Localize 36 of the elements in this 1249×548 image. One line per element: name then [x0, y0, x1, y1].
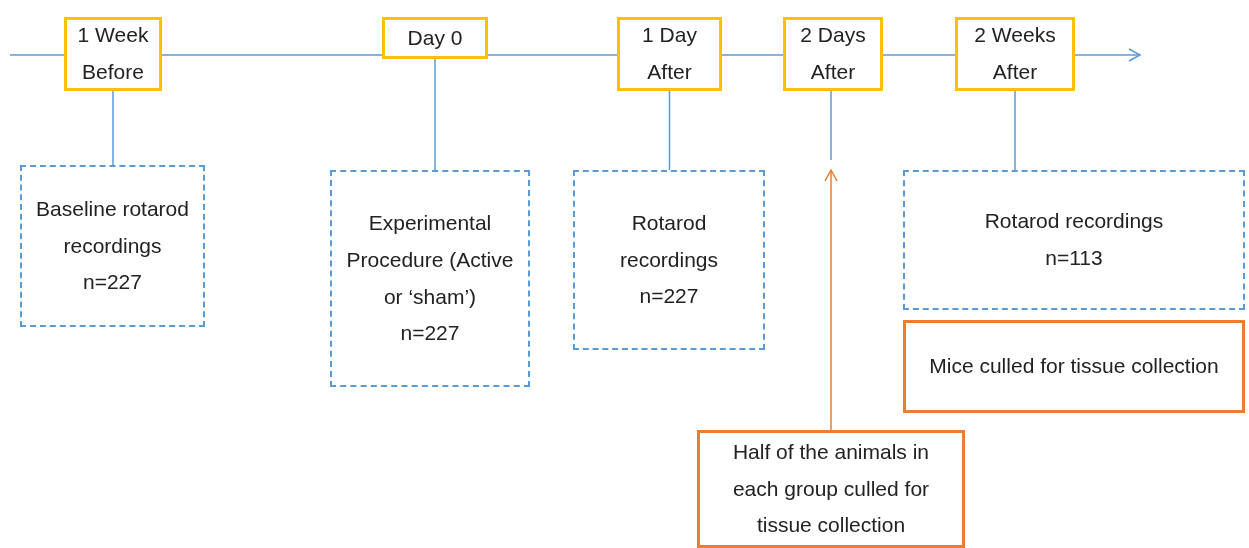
- connector-line: [9, 54, 65, 56]
- connector-line: [434, 58, 436, 171]
- timepoint-box: [783, 17, 883, 91]
- connector-line: [830, 90, 832, 161]
- sample-size: n=227: [639, 283, 699, 310]
- timepoint-box: [955, 17, 1075, 91]
- culling-box: [697, 430, 965, 548]
- procedure-box: [573, 170, 765, 350]
- timepoint-box: [64, 17, 162, 91]
- procedure-box: [20, 165, 205, 327]
- connector-line: [487, 54, 618, 56]
- node-text: 2 Weeks After: [973, 22, 1057, 85]
- procedure-box: [903, 170, 1245, 310]
- sample-size: n=227: [400, 320, 460, 347]
- node-text: Mice culled for tissue collection: [929, 353, 1219, 380]
- culling-box: [903, 320, 1245, 413]
- procedure-box: [330, 170, 530, 387]
- connector-line: [721, 54, 784, 56]
- sample-size: n=227: [83, 269, 142, 296]
- connector-line: [882, 54, 956, 56]
- arrow: [1074, 48, 1141, 62]
- sample-size: n=113: [1045, 245, 1103, 271]
- timepoint-box: [617, 17, 722, 91]
- connector-line: [161, 54, 383, 56]
- node-text: Experimental Procedure (Active or ‘sham’): [345, 210, 515, 310]
- node-text: 1 Week Before: [76, 22, 150, 85]
- connector-line: [1014, 90, 1016, 171]
- node-text: Rotarod recordings: [984, 208, 1164, 235]
- arrow: [824, 169, 838, 431]
- connector-line: [668, 90, 671, 171]
- node-text: 1 Day After: [641, 22, 698, 85]
- node-text: 2 Days After: [799, 22, 867, 85]
- connector-line: [112, 90, 114, 166]
- node-text: Half of the animals in each group culled for tissue collection: [731, 438, 931, 539]
- node-text: Day 0: [407, 24, 463, 51]
- timepoint-box: [382, 17, 488, 59]
